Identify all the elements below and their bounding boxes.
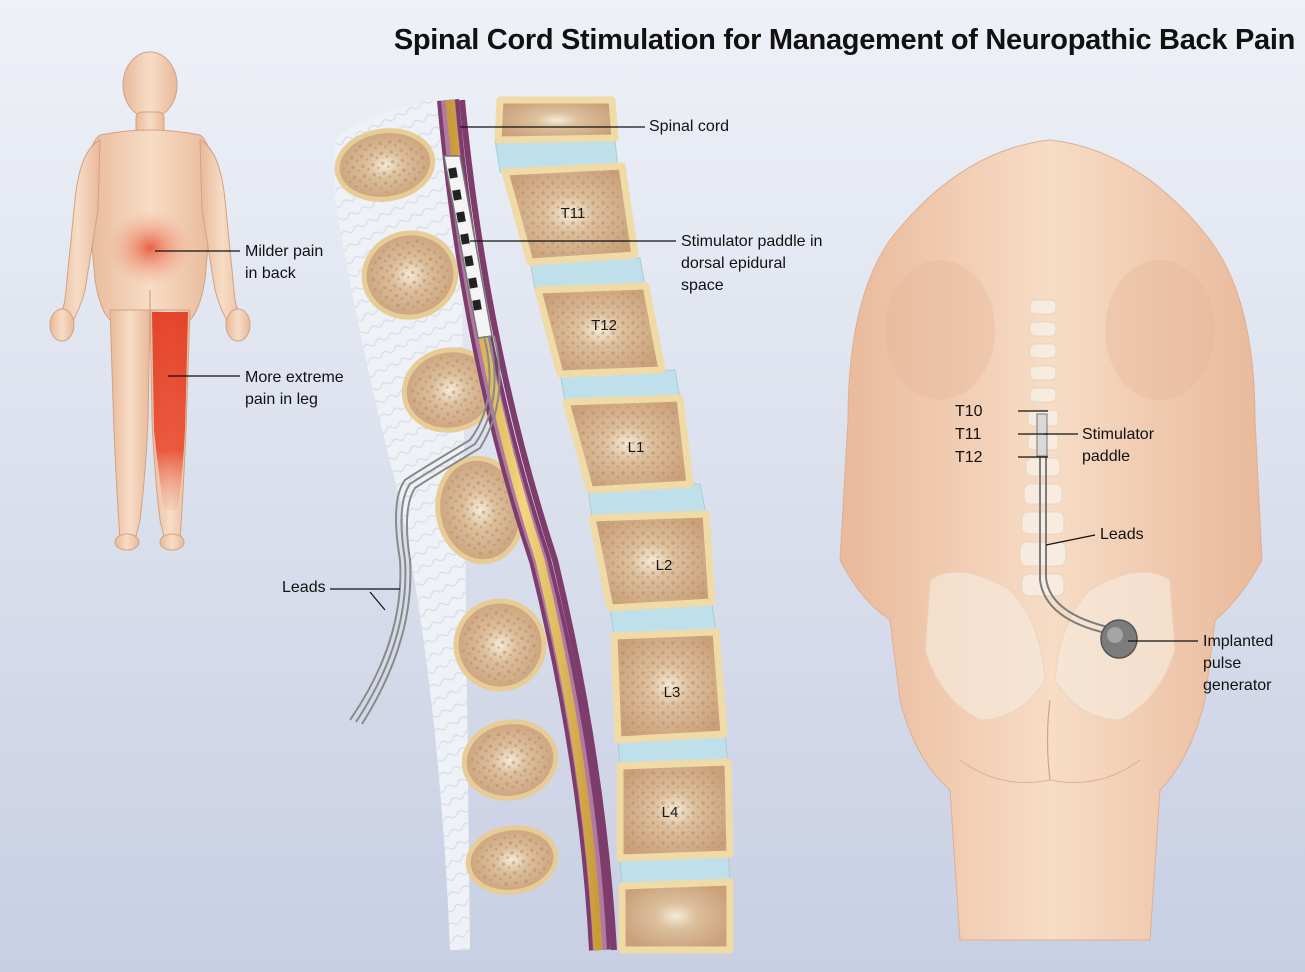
label-t11: T11: [955, 424, 981, 446]
vertebra-label-l3: L3: [664, 684, 681, 701]
label-pulse-generator: Implanted pulse generator: [1203, 631, 1273, 697]
vertebra-label-l2: L2: [656, 557, 673, 574]
torso-stimulator-paddle: [1037, 414, 1047, 456]
vertebra-label-t12: T12: [591, 317, 617, 334]
vertebra-label-l4: L4: [662, 804, 679, 821]
label-spinal-cord: Spinal cord: [649, 116, 729, 138]
diagram-title: Spinal Cord Stimulation for Management o…: [310, 24, 1295, 57]
label-leads-right: Leads: [1100, 524, 1144, 546]
label-extreme-pain: More extreme pain in leg: [245, 367, 344, 411]
vertebra-label-l1: L1: [628, 439, 645, 456]
vertebra-label-t11: T11: [561, 205, 586, 222]
label-stimulator-paddle-right: Stimulator paddle: [1082, 424, 1154, 468]
back-pain-area: [108, 210, 192, 286]
label-t10: T10: [955, 401, 983, 423]
label-leads-center: Leads: [282, 577, 326, 599]
label-milder-pain: Milder pain in back: [245, 241, 323, 285]
label-t12: T12: [955, 447, 983, 469]
label-stimulator-paddle: Stimulator paddle in dorsal epidural spa…: [681, 231, 822, 297]
